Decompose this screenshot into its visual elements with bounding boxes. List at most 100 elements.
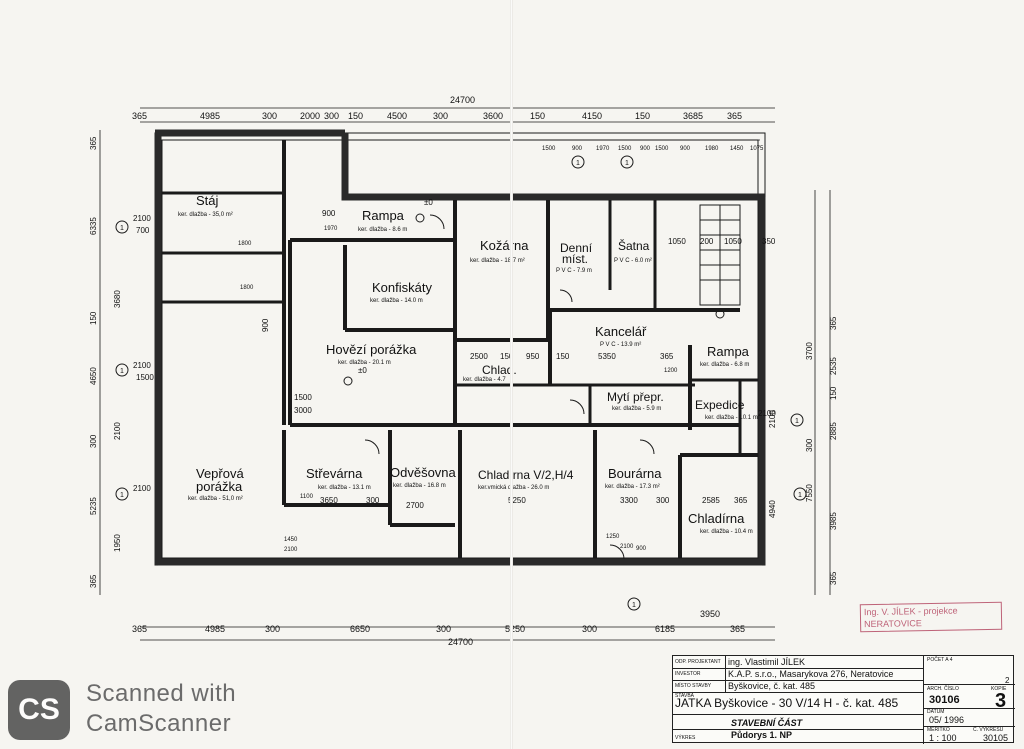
stamp-line: NERATOVICE xyxy=(864,618,922,630)
dim-top: 4985 xyxy=(200,111,220,121)
dim-inner: 1050 xyxy=(668,237,686,246)
level-marker xyxy=(415,213,425,223)
dim-bottom: 4985 xyxy=(205,624,225,634)
room-denní: Denní xyxy=(560,241,593,255)
dim-inner: 3300 xyxy=(620,496,638,505)
door-arc xyxy=(639,439,655,455)
room-chladírna-v2: Chladírna V/2,H/4 xyxy=(478,468,574,482)
axis-label: 1 xyxy=(625,160,629,167)
dim-right: 365 xyxy=(829,316,838,330)
door-arc xyxy=(429,214,445,230)
tb-divider xyxy=(725,656,726,692)
dim-inner: 1200 xyxy=(664,368,678,374)
dim-bottom: 6650 xyxy=(350,624,370,634)
axis-label: 1 xyxy=(795,418,799,425)
dim-inner: ±0 xyxy=(424,198,433,207)
dim-top2: 900 xyxy=(640,146,651,152)
room-chladírna-v2-area: ker.vmická dlažba - 26.0 m xyxy=(478,485,549,491)
dim-top: 4500 xyxy=(387,111,407,121)
tb-key: DATUM xyxy=(927,709,945,715)
dim-inner: 150 xyxy=(556,352,570,361)
scanner-line-2: CamScanner xyxy=(86,710,232,737)
dim-inner: 365 xyxy=(734,496,748,505)
dim-inner: 1250 xyxy=(606,534,620,540)
dim-left: 900 xyxy=(261,318,270,332)
dim-inner: 5250 xyxy=(508,496,526,505)
wall-top-step xyxy=(341,133,765,201)
room-denní-area: P V C - 7.9 m xyxy=(556,268,592,274)
door-arc xyxy=(609,544,625,560)
paper-fold xyxy=(510,0,513,749)
room-šatna-area: P V C - 6.0 m² xyxy=(614,258,652,264)
dim-top2: 1970 xyxy=(596,146,610,152)
dim-left: 6335 xyxy=(89,217,98,235)
tb-value-misto: Byškovice, č. kat. 485 xyxy=(728,681,816,691)
dim-inner: 2100 xyxy=(758,409,776,418)
dim-inner: 1050 xyxy=(724,237,742,246)
dim-left: 150 xyxy=(89,311,98,325)
room-konfiskáty-area: ker. dlažba - 14.0 m xyxy=(370,298,423,304)
tb-row: ODP. PROJEKTANT ing. Vlastimil JÍLEK xyxy=(673,656,923,669)
dim-inner: 950 xyxy=(526,352,540,361)
room-rampa-2: Rampa xyxy=(707,344,750,359)
axis-label: 1 xyxy=(632,602,636,609)
room-mytí: Mytí přepr. xyxy=(607,390,664,404)
room-odvěšovna: Odvěšovna xyxy=(390,465,457,480)
dim-top: 300 xyxy=(262,111,277,121)
room-vepřová-area: ker. dlažba - 51,0 m² xyxy=(188,496,243,502)
dim-top: 150 xyxy=(635,111,650,121)
dim-right: 2535 xyxy=(829,357,838,375)
designer-stamp: Ing. V. JÍLEK - projekce NERATOVICE xyxy=(859,601,1003,633)
tb-value-pocet: 2 xyxy=(1005,676,1010,685)
dim-left: 365 xyxy=(89,136,98,150)
axis-circle xyxy=(620,155,634,169)
tb-rule xyxy=(923,708,1015,709)
dim-bottom: 300 xyxy=(436,624,451,634)
dim-top2: 1500 xyxy=(655,146,669,152)
tb-value-investor: K.A.P. s.r.o., Masarykova 276, Neratovic… xyxy=(728,669,894,679)
dim-right: 3985 xyxy=(829,512,838,530)
tb-value-datum: 05/ 1996 xyxy=(929,715,965,725)
room-stáj-area: ker. dlažba - 35,0 m² xyxy=(178,212,233,218)
tb-key: INVESTOR xyxy=(675,671,701,677)
room-kancelář: Kancelář xyxy=(595,324,647,339)
dim-inner: 1500 xyxy=(294,393,312,402)
tb-key: ODP. PROJEKTANT xyxy=(675,659,721,665)
tb-value-meritko: 1 : 100 xyxy=(929,733,957,743)
dim-top2: 900 xyxy=(572,146,583,152)
axis-circle xyxy=(627,597,641,611)
dim-top: 300 xyxy=(433,111,448,121)
tb-key: MĚŘÍTKO xyxy=(927,727,950,733)
dim-left: 2100 xyxy=(133,484,151,493)
dim-inner: 1800 xyxy=(240,285,254,291)
axis-circle xyxy=(790,413,804,427)
door-arc xyxy=(569,399,585,415)
dim-inner: 300 xyxy=(656,496,670,505)
room-střevárna-area: ker. dlažba - 13.1 m xyxy=(318,485,371,491)
room-denní-2: míst. xyxy=(562,252,588,266)
tb-value-vykres: Půdorys 1. NP xyxy=(731,730,793,740)
tb-value-cvykresu: 30105 xyxy=(983,733,1009,743)
axis-circle xyxy=(571,155,585,169)
tb-key: Č. VÝKRESU xyxy=(973,727,1004,733)
room-střevárna: Střevárna xyxy=(306,466,363,481)
dim-top2: 1980 xyxy=(705,146,719,152)
dim-inner: 2500 xyxy=(470,352,488,361)
dim-left: 4650 xyxy=(89,367,98,385)
dim-inner: 150 xyxy=(500,352,514,361)
dim-top: 3685 xyxy=(683,111,703,121)
dim-left: 1950 xyxy=(113,534,122,552)
room-chlad: Chlad. xyxy=(482,363,517,377)
room-kožárna: Kožárna xyxy=(480,238,529,253)
dim-top: 365 xyxy=(727,111,742,121)
dim-inner: 1450 xyxy=(284,537,298,543)
room-chlad-area: ker. dlažba - 4.7 xyxy=(463,377,506,383)
dim-inner: 1970 xyxy=(324,226,338,232)
axis-circle xyxy=(115,487,129,501)
dim-right: 4940 xyxy=(768,500,777,518)
dim-total-top: 24700 xyxy=(450,95,475,105)
dim-left: 2100 xyxy=(133,214,151,223)
axis-label: 1 xyxy=(120,225,124,232)
tb-value-cast: STAVEBNÍ ČÁST xyxy=(731,718,803,728)
tb-rule xyxy=(923,726,1015,727)
